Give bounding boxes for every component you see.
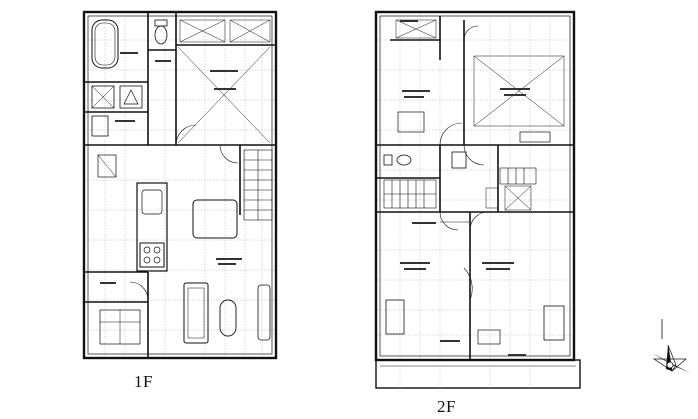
low-table-1f — [219, 299, 237, 337]
grid-1f — [84, 12, 276, 358]
bed-2f — [385, 299, 405, 335]
outer-wall-1f — [82, 10, 278, 360]
grid-2f — [378, 12, 572, 360]
floor-label-2f: 2F — [437, 397, 456, 416]
doors-2f — [439, 25, 489, 301]
interior-walls-1f — [84, 12, 276, 358]
toilet-1f — [154, 25, 168, 45]
north-arrow-icon — [652, 319, 690, 373]
entrance-hall-1f — [177, 46, 271, 144]
kitchen-counter-1f — [136, 182, 168, 272]
floor-plan-1f — [82, 10, 278, 360]
sink-1f — [91, 115, 109, 137]
sofa-1f — [183, 282, 209, 344]
doors-1f — [129, 124, 239, 301]
closets-2f — [395, 19, 565, 211]
stove-1f — [139, 242, 165, 268]
toilet-2f — [396, 154, 412, 166]
closets-1f — [179, 19, 271, 43]
balcony-2f — [375, 359, 581, 389]
floor-plan-2f — [374, 10, 581, 389]
bathtub-1f — [91, 19, 119, 69]
stairs-2f — [383, 167, 537, 209]
stairs-1f — [243, 149, 273, 221]
washbasin-1f — [119, 85, 143, 109]
tv-board-1f — [257, 284, 271, 341]
shower-1f — [91, 85, 115, 109]
floor-label-1f: 1F — [134, 372, 153, 391]
dining-table-1f — [192, 199, 238, 239]
